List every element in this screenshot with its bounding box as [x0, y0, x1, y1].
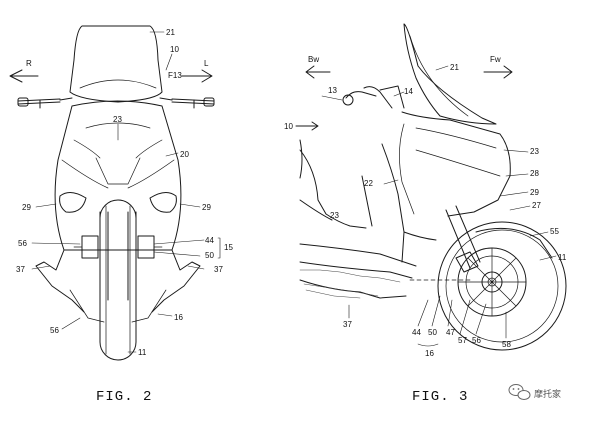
fig3-leader-lines [295, 65, 557, 347]
fig2-ref-44: 44 [205, 236, 214, 245]
fig2-figure-mark: F13 [168, 71, 182, 80]
fig2-dir-left-label: L [204, 59, 209, 68]
fig3-ref-23-mid: 23 [330, 211, 339, 220]
fig3-ref-28: 28 [530, 169, 539, 178]
fig3-dir-forward-label: Fw [490, 55, 501, 64]
fig3-ref-58: 58 [502, 340, 511, 349]
fig2-ref-16: 16 [174, 313, 183, 322]
fig2-caption: FIG. 2 [96, 389, 152, 405]
fig3-ref-55: 55 [550, 227, 559, 236]
fig2-ref-29-right: 29 [202, 203, 211, 212]
fig2-ref-37-left: 37 [16, 265, 25, 274]
fig2-ref-15: 15 [224, 243, 233, 252]
fig3-side-view [299, 23, 567, 351]
fig3-labels: Bw Fw 21 13 14 10 23 28 22 29 27 23 55 1… [284, 55, 567, 358]
fig3-ref-14: 14 [404, 87, 413, 96]
fig2-ref-37-right: 37 [214, 265, 223, 274]
fig3-ref-13: 13 [328, 86, 337, 95]
fig2-front-view [17, 25, 215, 361]
fig2-ref-56-left: 56 [18, 239, 27, 248]
fig2-ref-20: 20 [180, 150, 189, 159]
fig2-ref-50: 50 [205, 251, 214, 260]
fig2-dir-right-label: R [26, 59, 32, 68]
fig3-ref-47: 47 [446, 328, 455, 337]
fig2-labels: R L 21 10 F13 23 20 29 29 56 44 15 50 37… [16, 28, 233, 357]
fig2-ref-11: 11 [138, 348, 147, 357]
fig3-ref-27: 27 [532, 201, 541, 210]
wechat-logo-icon [508, 384, 531, 400]
fig3-ref-29: 29 [530, 188, 539, 197]
fig3-ref-11: 11 [558, 253, 567, 262]
fig2-ref-29-left: 29 [22, 203, 31, 212]
fig3-ref-23-top: 23 [530, 147, 539, 156]
fig3-ref-16: 16 [425, 349, 434, 358]
fig3-ref-56: 56 [472, 336, 481, 345]
fig3-caption: FIG. 3 [412, 389, 468, 405]
fig3-ref-22: 22 [364, 179, 373, 188]
fig3-ref-57: 57 [458, 336, 467, 345]
fig3-ref-21: 21 [450, 63, 459, 72]
fig3-dir-backward-label: Bw [308, 55, 319, 64]
fig2-ref-21: 21 [166, 28, 175, 37]
fig2-ref-56-bottom: 56 [50, 326, 59, 335]
watermark: 摩托家 [508, 384, 561, 400]
fig2-ref-10: 10 [170, 45, 179, 54]
fig3-ref-50: 50 [428, 328, 437, 337]
fig3-ref-44: 44 [412, 328, 421, 337]
fig3-ref-10: 10 [284, 122, 293, 131]
fig2-ref-23: 23 [113, 115, 122, 124]
watermark-text: 摩托家 [534, 388, 561, 400]
fig2-leader-lines [9, 31, 213, 353]
fig3-ref-37: 37 [343, 320, 352, 329]
